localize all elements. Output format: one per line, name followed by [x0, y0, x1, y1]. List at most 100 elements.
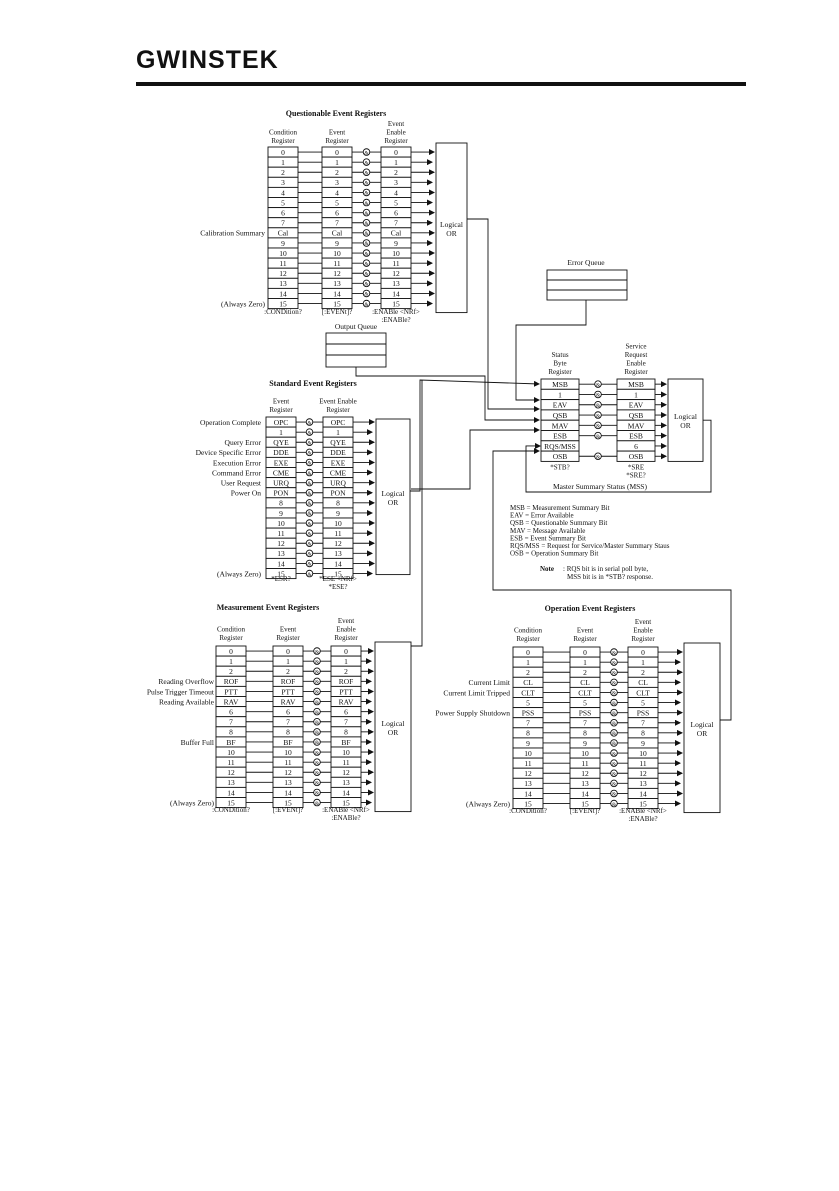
event-register-cell-text: 11: [581, 759, 588, 768]
column-header: Register: [276, 634, 300, 642]
condition-register-cell-text: 11: [227, 758, 234, 767]
enable-register-cell-text: 1: [336, 428, 340, 437]
and-gate-icon: [362, 259, 371, 267]
query-command: :ENABle?: [331, 814, 360, 822]
and-gate-icon: [362, 269, 371, 278]
and-gate-icon: [313, 798, 321, 807]
enable-register-cell-text: 14: [639, 789, 647, 798]
and-gate-icon: [362, 249, 371, 257]
and-gate-icon: [313, 748, 321, 756]
and-gate-icon: [362, 178, 371, 187]
condition-register-cell-text: 10: [227, 748, 235, 757]
enable-register-cell-text: 10: [392, 249, 400, 258]
event-register-cell-text: 2: [335, 168, 339, 177]
column-header: Register: [269, 406, 293, 414]
and-gate-symbol: &: [596, 403, 601, 409]
bit-side-label: Execution Error: [213, 458, 262, 467]
condition-register-cell-text: 2: [281, 168, 285, 177]
and-gate-symbol: &: [612, 802, 617, 808]
condition-register-cell-text: RAV: [224, 697, 239, 706]
note-text: : RQS bit is in serial poll byte,: [563, 565, 648, 573]
enable-register-cell-text: 0: [641, 648, 645, 657]
and-gate-symbol: &: [364, 251, 369, 257]
event-register-cell-text: PTT: [281, 687, 295, 696]
bit-side-label: Device Specific Error: [196, 448, 262, 457]
service-request-enable-register-cell-text: ESB: [629, 432, 643, 441]
event-register-cell-text: 0: [286, 647, 290, 656]
event-register-cell-text: 5: [583, 698, 587, 707]
and-gate-icon: [313, 718, 321, 726]
legend-line: EAV = Error Available: [510, 512, 574, 520]
query-command: :CONDition?: [212, 806, 250, 814]
and-gate-symbol: &: [307, 491, 312, 497]
event-register-cell-text: 2: [583, 668, 587, 677]
event-register-cell-text: 14: [277, 559, 285, 568]
event-register-cell-text: 3: [335, 178, 339, 187]
and-gate-icon: [305, 418, 314, 426]
and-gate-icon: [305, 549, 314, 558]
bit-side-label: (Always Zero): [217, 569, 261, 578]
query-command: :CONDition?: [509, 807, 547, 815]
condition-register-cell-text: 4: [281, 188, 285, 197]
bit-side-label: Buffer Full: [181, 738, 214, 747]
and-gate-symbol: &: [315, 730, 320, 736]
brand-logo: GWINSTEK: [136, 46, 279, 74]
legend-line: MSB = Measurement Summary Bit: [510, 504, 610, 512]
event-register-cell-text: 13: [277, 549, 285, 558]
and-gate-icon: [305, 569, 314, 578]
legend-line: MAV = Message Available: [510, 527, 585, 535]
and-gate-icon: [313, 728, 321, 736]
logical-or-label: Logical: [382, 719, 405, 728]
and-gate-symbol: &: [612, 660, 617, 666]
status-byte-register-cell-text: 1: [558, 390, 562, 399]
enable-register-cell-text: 11: [392, 259, 399, 268]
condition-register-cell-text: BF: [226, 738, 235, 747]
and-gate-icon: [610, 779, 618, 788]
enable-register-cell-text: 7: [641, 719, 645, 728]
enable-register-cell-text: 2: [344, 667, 348, 676]
and-gate-icon: [362, 148, 371, 156]
condition-register-cell-text: 6: [229, 708, 233, 717]
bit-side-label: Query Error: [225, 438, 262, 447]
query-command: *SRE: [628, 463, 644, 471]
status-byte-register-cell-text: MSB: [552, 380, 568, 389]
condition-register-cell-text: 13: [279, 279, 287, 288]
and-gate-symbol: &: [364, 181, 369, 187]
and-gate-icon: [610, 648, 618, 656]
enable-register-cell-text: Cal: [391, 229, 401, 238]
bit-side-label: Current Limit Tripped: [443, 688, 510, 697]
enable-register-cell-text: 0: [394, 148, 398, 157]
and-gate-symbol: &: [596, 382, 601, 388]
and-gate-symbol: &: [307, 562, 312, 568]
event-register-cell-text: ROF: [281, 677, 296, 686]
column-header: Service: [626, 343, 647, 351]
event-register-cell-text: 6: [286, 708, 290, 717]
enable-register-cell-text: 12: [334, 539, 342, 548]
and-gate-icon: [594, 411, 602, 419]
and-gate-symbol: &: [612, 771, 617, 777]
column-header: Event: [329, 129, 345, 137]
column-header: Register: [624, 368, 648, 376]
enable-register-cell-text: BF: [341, 738, 350, 747]
column-header: Enable: [626, 360, 645, 368]
legend-line: QSB = Questionable Summary Bit: [510, 519, 607, 527]
event-register-cell-text: 13: [581, 779, 589, 788]
error-queue-to-eav-line: [515, 300, 587, 403]
event-register-cell-text: 15: [277, 569, 285, 578]
event-register-cell-text: 10: [333, 249, 341, 258]
logical-or-label: OR: [697, 729, 707, 738]
and-gate-symbol: &: [315, 680, 320, 686]
and-gate-symbol: &: [315, 750, 320, 756]
and-gate-symbol: &: [307, 501, 312, 507]
column-header: Register: [326, 406, 350, 414]
event-register-cell-text: 8: [286, 728, 290, 737]
and-gate-symbol: &: [612, 650, 617, 656]
condition-register-cell-text: 13: [524, 779, 532, 788]
and-gate-icon: [610, 799, 618, 808]
and-gate-icon: [313, 697, 321, 706]
and-gate-symbol: &: [307, 572, 312, 578]
condition-register-cell-text: 7: [281, 219, 285, 228]
and-gate-icon: [362, 158, 371, 166]
logical-or-label: Logical: [691, 720, 714, 729]
and-gate-icon: [610, 749, 618, 757]
